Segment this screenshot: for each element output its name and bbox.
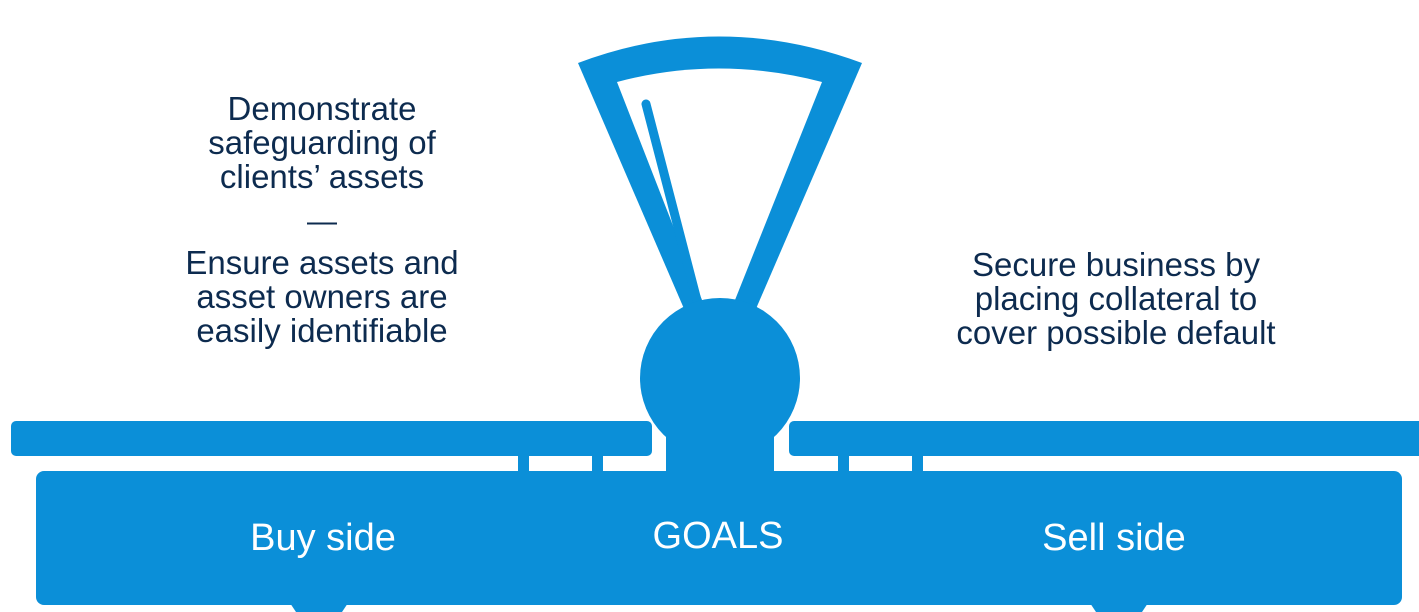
left-foot — [288, 600, 350, 612]
left-pan-support-1 — [518, 450, 529, 480]
sell-side-label: Sell side — [1042, 517, 1186, 559]
right-pan — [789, 421, 1419, 456]
right-pan-support-1 — [838, 450, 849, 480]
sell-side-goal-collateral: Secure business by placing collateral to… — [956, 246, 1276, 351]
goals-label: GOALS — [652, 515, 784, 557]
right-foot — [1088, 600, 1150, 612]
buy-side-goal-divider: — — [307, 205, 337, 238]
left-pan-support-2 — [592, 450, 603, 480]
buy-side-goal-safeguarding: Demonstrate safeguarding of clients’ ass… — [208, 90, 436, 195]
dial-needle — [641, 99, 705, 317]
buy-side-label: Buy side — [250, 517, 396, 559]
left-pan — [11, 421, 652, 456]
buy-side-goal-identifiable: Ensure assets and asset owners are easil… — [185, 244, 459, 349]
right-pan-support-2 — [912, 450, 923, 480]
dial-window — [617, 68, 822, 300]
scale-base — [36, 471, 1402, 605]
